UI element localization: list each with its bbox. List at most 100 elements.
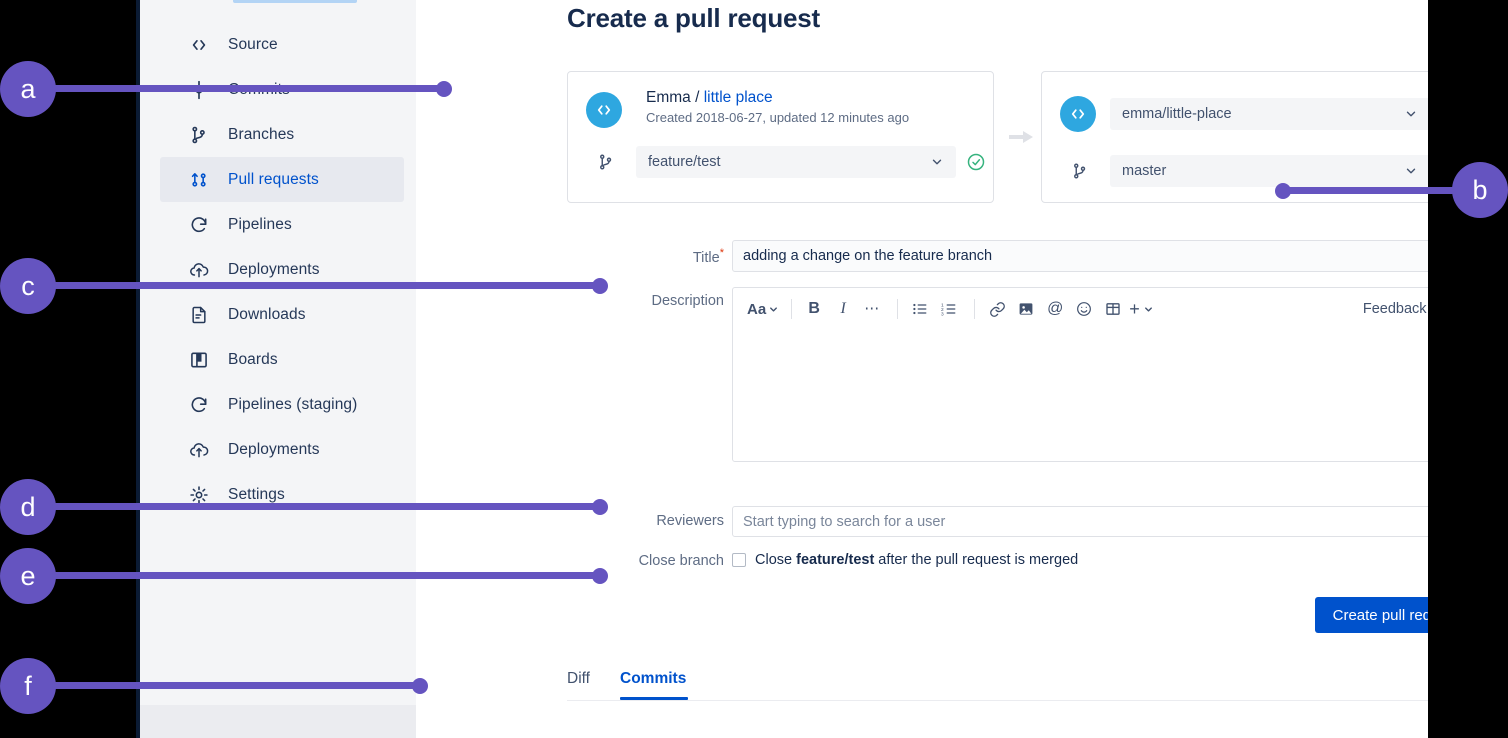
- close-text-suffix: after the pull request is merged: [874, 552, 1079, 568]
- deployments-icon: [186, 257, 212, 283]
- sidebar-item-label: Settings: [228, 485, 285, 503]
- destination-branch-select[interactable]: master: [1110, 155, 1428, 187]
- tab-commits[interactable]: Commits: [620, 670, 687, 687]
- sidebar-item-label: Pull requests: [228, 170, 319, 188]
- sidebar-item-deployments[interactable]: Deployments: [160, 247, 404, 292]
- reviewers-placeholder: Start typing to search for a user: [743, 513, 946, 530]
- close-text-branch: feature/test: [796, 552, 875, 568]
- mention-icon[interactable]: @: [1047, 300, 1064, 317]
- source-repo-card: Emma / little place Created 2018-06-27, …: [567, 71, 994, 203]
- sidebar-item-pipelines-staging[interactable]: Pipelines (staging): [160, 382, 404, 427]
- sidebar-item-deployments[interactable]: Deployments: [160, 427, 404, 472]
- description-label: Description: [651, 293, 724, 309]
- title-input-value: adding a change on the feature branch: [743, 248, 993, 264]
- sidebar-item-label: Pipelines: [228, 215, 292, 233]
- sidebar-bottom-strip: [140, 705, 416, 738]
- toolbar-divider: [897, 299, 899, 319]
- sidebar-item-settings[interactable]: Settings: [160, 472, 404, 517]
- callout-badge-f: f: [0, 658, 56, 714]
- sidebar-item-label: Commits: [228, 80, 290, 98]
- toolbar-divider: [791, 299, 793, 319]
- feedback-link[interactable]: Feedback: [1362, 301, 1427, 317]
- sidebar-item-pipelines[interactable]: Pipelines: [160, 202, 404, 247]
- left-rail-edge: [136, 0, 140, 738]
- link-icon[interactable]: [984, 296, 1010, 322]
- destination-repo-card: emma/little-place master: [1041, 71, 1428, 203]
- svg-text:3: 3: [941, 311, 944, 317]
- source-branch-value: feature/test: [648, 154, 721, 170]
- source-branch-valid-icon: [967, 153, 985, 171]
- source-repo-name: Emma / little place: [646, 89, 773, 107]
- callout-badge-c: c: [0, 258, 56, 314]
- sidebar-item-label: Downloads: [228, 305, 306, 323]
- reviewers-input[interactable]: Start typing to search for a user: [732, 506, 1428, 537]
- sidebar-item-label: Boards: [228, 350, 278, 368]
- image-icon[interactable]: [1013, 296, 1039, 322]
- title-label: Title*: [566, 247, 724, 266]
- title-input[interactable]: adding a change on the feature branch: [732, 240, 1428, 272]
- sidebar-item-pull-requests[interactable]: Pull requests: [160, 157, 404, 202]
- deployments-icon: [186, 437, 212, 463]
- source-repo-link[interactable]: little place: [703, 89, 773, 106]
- sidebar-item-branches[interactable]: Branches: [160, 112, 404, 157]
- chevron-down-icon: [1404, 107, 1418, 121]
- chevron-down-icon: [1404, 164, 1418, 178]
- close-branch-text: Close feature/test after the pull reques…: [755, 552, 1078, 568]
- title-label-text: Title: [692, 249, 720, 266]
- tab-active-underline: [620, 697, 688, 700]
- commits-icon: [186, 77, 212, 103]
- sidebar-top-highlight: [233, 0, 357, 3]
- toolbar-divider: [974, 299, 976, 319]
- callout-badge-d: d: [0, 479, 56, 535]
- sidebar-item-label: Deployments: [228, 260, 320, 278]
- close-branch-checkbox[interactable]: [732, 553, 746, 567]
- sidebar-item-source[interactable]: Source: [160, 22, 404, 67]
- source-owner: Emma: [646, 89, 691, 106]
- sidebar-item-commits[interactable]: Commits: [160, 67, 404, 112]
- more-formatting-icon[interactable]: ⋯: [864, 300, 881, 317]
- page-title: Create a pull request: [567, 3, 820, 33]
- text-style-icon[interactable]: Aa: [747, 296, 779, 322]
- table-icon[interactable]: [1100, 296, 1126, 322]
- downloads-icon: [186, 302, 212, 328]
- italic-icon[interactable]: I: [840, 300, 846, 317]
- boards-icon: [186, 347, 212, 373]
- insert-more-icon[interactable]: +: [1129, 296, 1154, 322]
- gear-icon: [186, 482, 212, 508]
- close-branch-label: Close branch: [638, 553, 724, 569]
- close-branch-row: Close feature/test after the pull reques…: [732, 552, 1078, 568]
- pull-request-icon: [186, 167, 212, 193]
- create-pull-request-button[interactable]: Create pull request: [1315, 597, 1428, 633]
- sidebar-item-boards[interactable]: Boards: [160, 337, 404, 382]
- svg-text:1: 1: [941, 303, 944, 309]
- code-brackets-icon: [186, 32, 212, 58]
- main-content: Create a pull request Emma / little plac…: [416, 0, 1428, 738]
- arrow-right-icon: [1008, 128, 1034, 146]
- tab-diff[interactable]: Diff: [567, 670, 590, 687]
- tabs-divider: [567, 700, 1428, 701]
- source-repo-avatar-icon: [586, 92, 622, 128]
- bottom-tabs: Diff Commits: [567, 670, 1428, 710]
- destination-branch-icon: [1068, 159, 1092, 183]
- sidebar-item-label: Deployments: [228, 440, 320, 458]
- callout-badge-b: b: [1452, 162, 1508, 218]
- emoji-icon[interactable]: [1071, 296, 1097, 322]
- bold-icon[interactable]: B: [808, 300, 820, 317]
- toolbar-right-group: Feedback ?: [1363, 299, 1428, 319]
- sidebar-item-downloads[interactable]: Downloads: [160, 292, 404, 337]
- pipelines-icon: [186, 392, 212, 418]
- destination-repo-select[interactable]: emma/little-place: [1110, 98, 1428, 130]
- bullet-list-icon[interactable]: [907, 296, 933, 322]
- reviewers-label: Reviewers: [656, 513, 724, 529]
- close-text-prefix: Close: [755, 552, 797, 568]
- required-marker: *: [719, 247, 724, 259]
- callout-badge-e: e: [0, 548, 56, 604]
- callout-badge-a: a: [0, 61, 56, 117]
- source-branch-select[interactable]: feature/test: [636, 146, 956, 178]
